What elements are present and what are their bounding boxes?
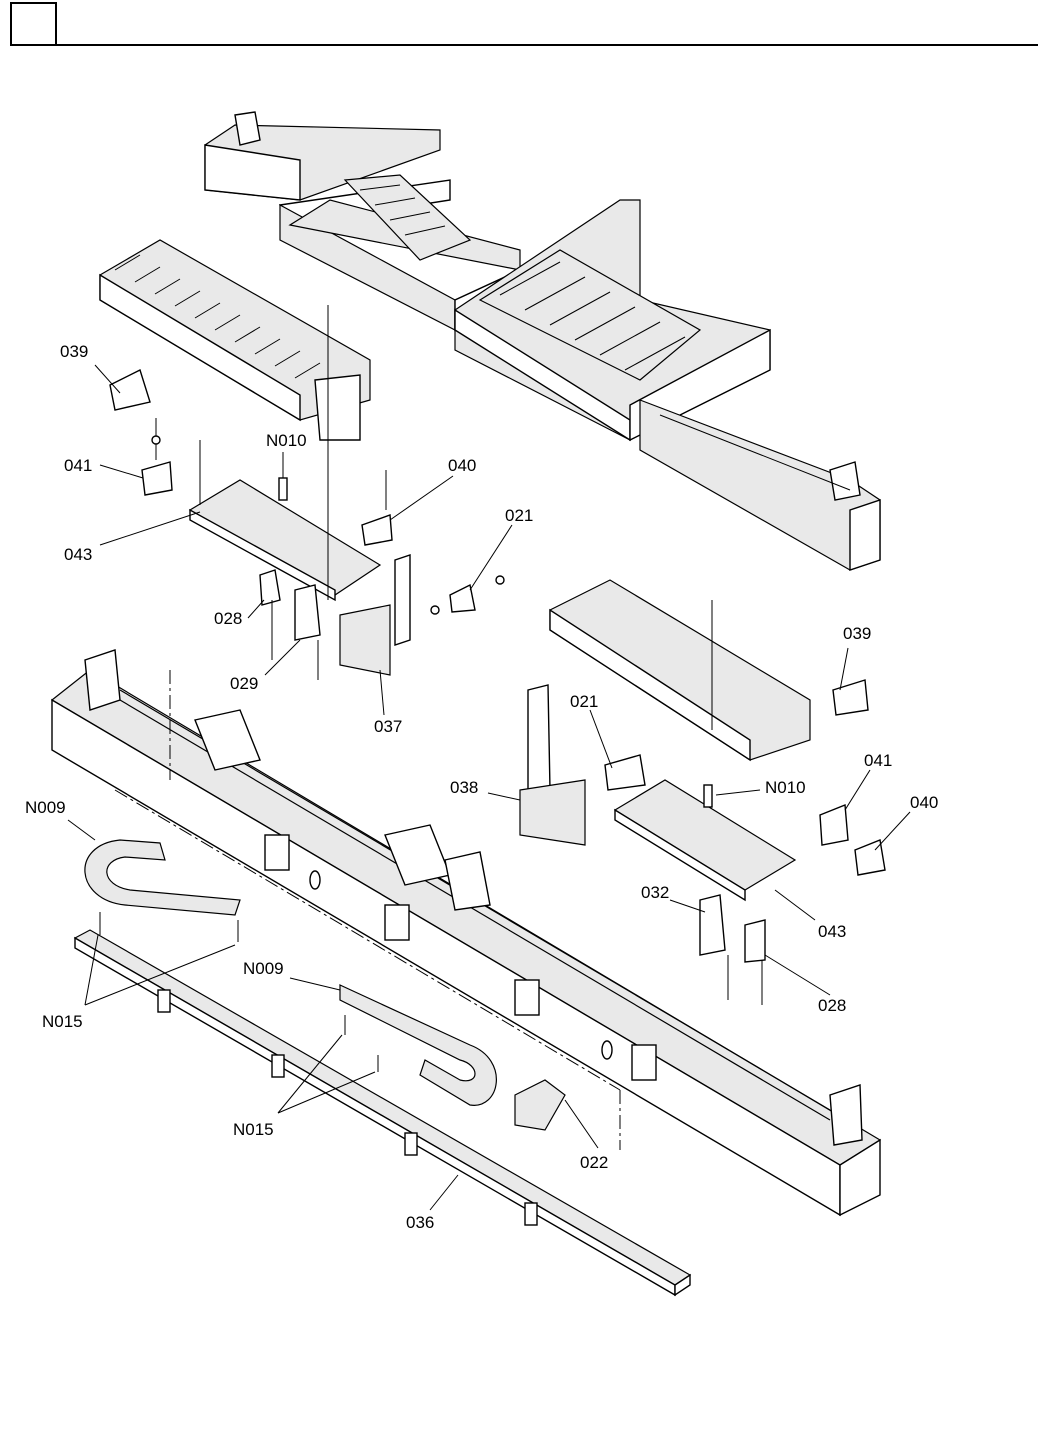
- label-021b: 021: [570, 692, 598, 711]
- label-N015b: N015: [233, 1120, 274, 1139]
- label-028b: 028: [818, 996, 846, 1015]
- label-036: 036: [406, 1213, 434, 1232]
- label-037: 037: [374, 717, 402, 736]
- label-040: 040: [448, 456, 476, 475]
- label-N015: N015: [42, 1012, 83, 1031]
- label-022: 022: [580, 1153, 608, 1172]
- label-038: 038: [450, 778, 478, 797]
- label-041b: 041: [864, 751, 892, 770]
- label-039: 039: [60, 342, 88, 361]
- label-029: 029: [230, 674, 258, 693]
- label-032: 032: [641, 883, 669, 902]
- label-N010: N010: [266, 431, 307, 450]
- label-N009: N009: [25, 798, 66, 817]
- label-N010b: N010: [765, 778, 806, 797]
- label-043b: 043: [818, 922, 846, 941]
- label-040b: 040: [910, 793, 938, 812]
- label-021: 021: [505, 506, 533, 525]
- label-028: 028: [214, 609, 242, 628]
- label-N009b: N009: [243, 959, 284, 978]
- label-039b: 039: [843, 624, 871, 643]
- right-head-parts: [520, 580, 885, 1005]
- label-043: 043: [64, 545, 92, 564]
- label-041: 041: [64, 456, 92, 475]
